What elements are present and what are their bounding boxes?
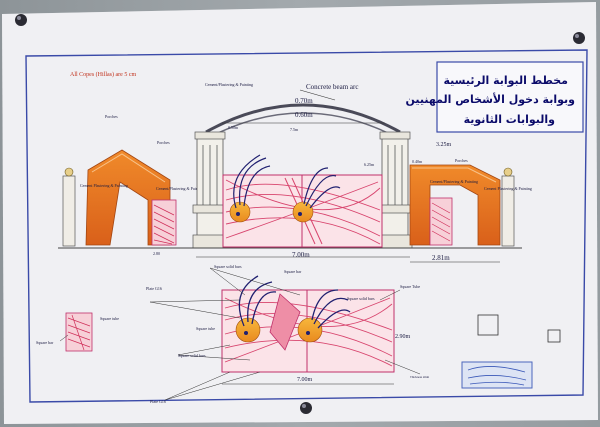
pillar-base <box>377 234 413 249</box>
stamp-lines <box>467 366 527 386</box>
title-line-1: مخطط البوابة الرئيسية <box>444 74 568 87</box>
dim-050: 0.50m <box>228 125 239 130</box>
dim-325: 3.25m <box>436 142 452 148</box>
detail-square-right <box>477 314 499 336</box>
plate-bottom-label: Plate G16 <box>150 399 166 404</box>
dim-625: 6.25m <box>364 162 375 167</box>
left-small-pillar <box>62 175 76 247</box>
leader-line <box>149 299 241 319</box>
square-tube-center-label: Square tube <box>196 326 215 331</box>
motif-dot <box>236 212 240 216</box>
cement-mid-label: Cement/Plastering & Painting <box>156 186 204 191</box>
detail-square-far-right <box>547 329 561 343</box>
dim-281: 2.81m <box>432 254 450 262</box>
right-small-gate <box>429 197 453 246</box>
square-solid-bars-mid-label: Square solid bars <box>347 296 375 301</box>
title-line-2: وبوابة دخول الأشخاص المهنيين <box>406 92 576 106</box>
pillar-base <box>377 204 413 214</box>
square-solid-bars-bottom-label: Square solid bars <box>178 353 206 358</box>
leader-line <box>379 289 401 301</box>
thumbtack-top-left-icon <box>15 14 27 26</box>
motif-dot <box>306 331 310 335</box>
porches-right-label: Porches <box>455 158 468 163</box>
leader-line <box>164 371 261 401</box>
square-tube-top-label: Square Tube <box>400 284 420 289</box>
dim-060: 0.60m <box>295 111 313 119</box>
motif-dot <box>298 212 302 216</box>
concrete-arc-inner <box>211 112 395 137</box>
plate-top-label: Plate G16 <box>146 286 162 291</box>
concrete-beam-arc-label: Concrete beam arc <box>306 83 358 91</box>
dim-040: 0.40m <box>412 159 423 164</box>
thumbtack-top-right-icon <box>573 32 585 44</box>
thumbtack-highlight <box>17 16 21 20</box>
cement-left-label: Cement Plastering & Painting <box>80 183 128 188</box>
swirl-left <box>233 154 271 209</box>
square-bar-left-label: Square bar <box>36 340 54 345</box>
dim-75: 7.5m <box>290 127 299 132</box>
cement-top-label: Cement/Plastering & Painting <box>205 82 253 87</box>
concrete-arc-outer <box>205 103 401 134</box>
square-solid-bars-top-label: Square solid bars <box>214 264 242 269</box>
pillar-lamp-icon <box>64 167 74 177</box>
thumbtack-highlight <box>575 34 579 38</box>
left-small-gate <box>151 199 177 246</box>
square-bar-diagonal <box>269 293 301 351</box>
title-block <box>436 61 584 133</box>
leader-line <box>384 359 421 375</box>
square-bar-mid-label: Square bar <box>284 269 302 274</box>
copes-note: All Copes (Hillas) are 5 cm <box>70 71 136 78</box>
pillar-cap <box>194 131 226 140</box>
dim-070: 0.70m <box>295 97 313 105</box>
pillar-base <box>192 204 228 214</box>
dim-700-lower: 7.00m <box>297 377 313 383</box>
square-tube-left-label: Square tube <box>100 316 119 321</box>
gate-pattern <box>153 204 175 245</box>
dim-700-upper: 7.00m <box>292 251 310 259</box>
sun-motif-right-icon <box>292 201 314 223</box>
swirl-right <box>303 167 341 209</box>
thumbtack-highlight <box>302 404 306 408</box>
cement-right-label: Cement/Plastering & Painting <box>430 179 478 184</box>
detail-pattern <box>67 314 91 351</box>
pillar-base <box>192 234 228 249</box>
porch-highlight <box>91 153 166 183</box>
porches-left-label: Porches <box>105 114 118 119</box>
pillar-cap <box>379 131 411 140</box>
drawing-frame <box>25 49 588 403</box>
leader-line <box>299 89 336 101</box>
motif-dot <box>244 331 248 335</box>
title-line-3: والبوابات الثانوية <box>464 113 556 126</box>
swirl-lower-left <box>238 275 277 327</box>
right-porch <box>409 164 501 246</box>
gate-pattern <box>431 202 451 242</box>
thumbtack-bottom-icon <box>300 402 312 414</box>
thickness-label: Thickness 2mm <box>410 375 430 379</box>
leader-line <box>209 267 301 296</box>
dim-290: 2.90m <box>395 334 411 340</box>
porch-highlight <box>412 167 497 183</box>
pillar-lamp-icon <box>503 167 513 177</box>
leader-line <box>177 344 251 361</box>
sun-motif-lower-right-icon <box>297 317 323 343</box>
porches-mid-label: Porches <box>157 140 170 145</box>
dim-280: 2.80 <box>153 251 160 256</box>
cement-far-right-label: Cement Plastering & Painting <box>484 186 532 191</box>
leader-line <box>59 334 69 342</box>
left-porch <box>85 149 171 246</box>
swirl-lower-right <box>311 289 351 329</box>
